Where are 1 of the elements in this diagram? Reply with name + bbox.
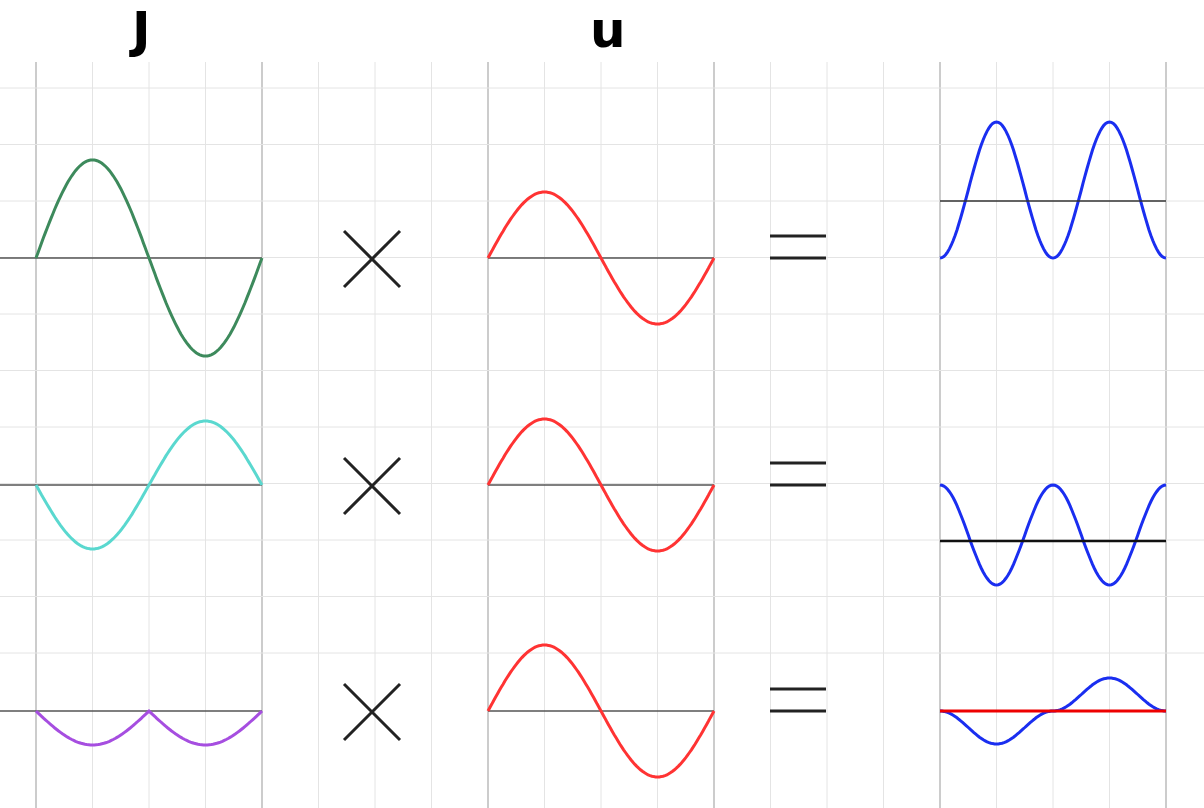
variable-label: u <box>590 0 626 60</box>
